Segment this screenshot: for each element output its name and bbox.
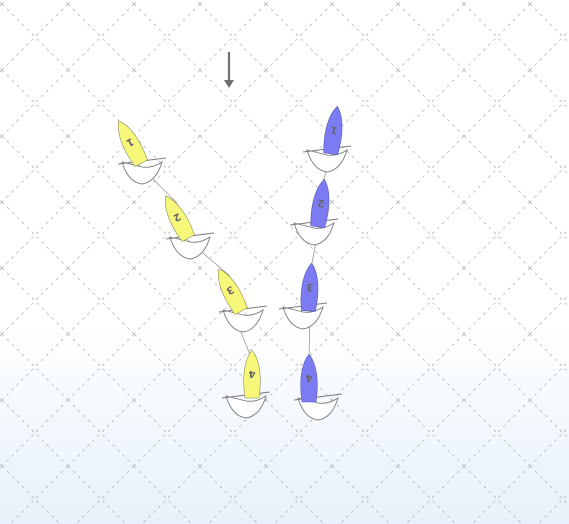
hull [117, 120, 148, 167]
boats-layer: 1 2 3 4 1 2 3 4 [111, 105, 352, 421]
hull [243, 349, 261, 399]
sail [282, 305, 324, 330]
wind-arrow-icon [224, 52, 234, 88]
yellow-boat-3[interactable]: 3 [211, 265, 268, 333]
hull [217, 268, 248, 315]
boat-number-label: 1 [124, 135, 135, 148]
boat-number-label: 2 [317, 197, 325, 209]
hull [300, 262, 319, 312]
hull [323, 105, 343, 156]
sail [225, 394, 267, 419]
blue-boat-4[interactable]: 4 [293, 353, 343, 421]
hull [300, 353, 318, 403]
boat-number-label: 4 [248, 368, 255, 379]
hull [310, 178, 330, 229]
yellow-boat-1[interactable]: 1 [111, 117, 167, 185]
track-segment [308, 300, 311, 365]
yellow-boat-2[interactable]: 2 [158, 192, 215, 260]
hull [164, 195, 195, 242]
boat-number-label: 2 [171, 210, 182, 223]
sail [306, 148, 348, 173]
boat-number-label: 3 [224, 283, 235, 296]
blue-boat-3[interactable]: 3 [278, 262, 328, 330]
boat-number-label: 3 [306, 281, 314, 292]
blue-boat-2[interactable]: 2 [289, 178, 339, 246]
yellow-boat-4[interactable]: 4 [221, 349, 271, 419]
sail [121, 160, 163, 185]
blue-boat-1[interactable]: 1 [302, 105, 352, 173]
boat-number-label: 4 [305, 372, 312, 383]
boat-number-label: 1 [330, 124, 338, 136]
sail [293, 221, 335, 246]
